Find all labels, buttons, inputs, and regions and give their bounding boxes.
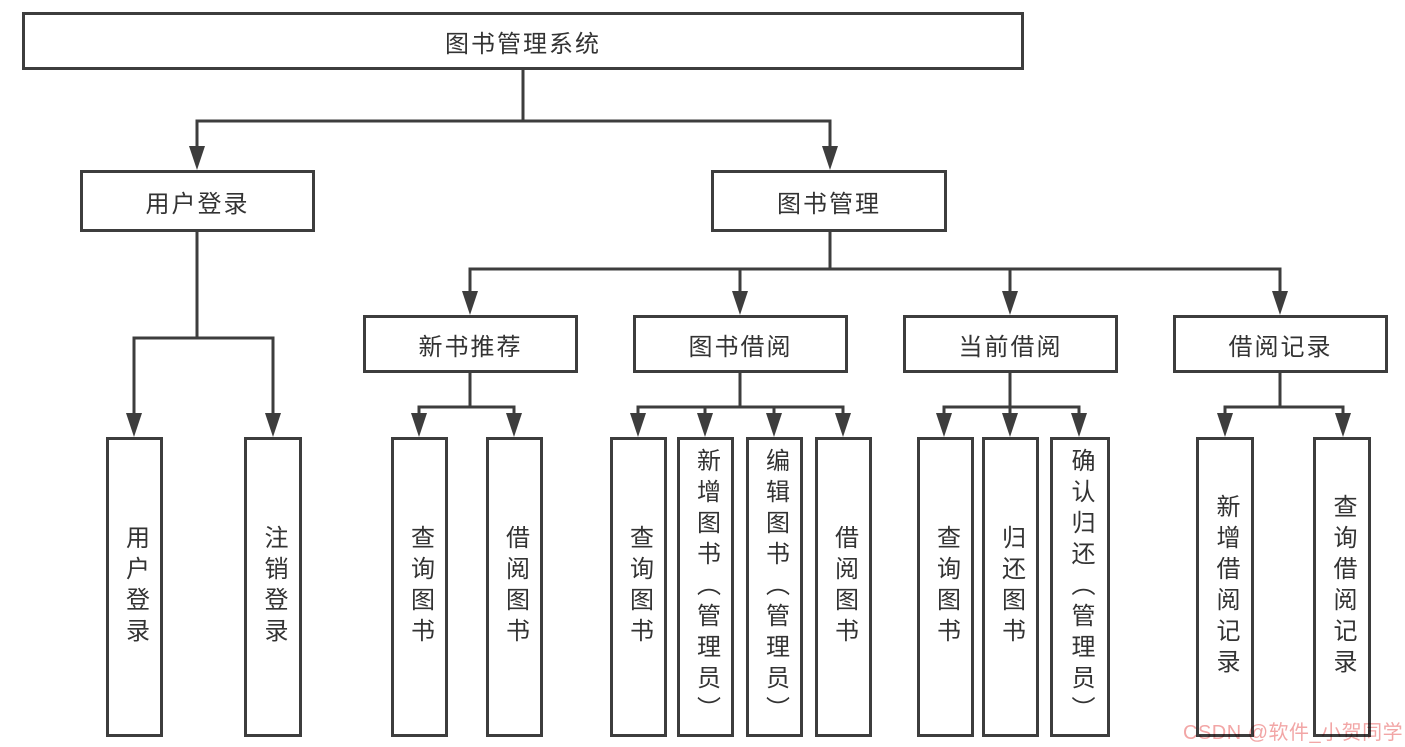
arrowhead-down-icon [1071,413,1087,437]
node-edit-books-admin: 编辑图书（管理员） [746,437,803,737]
arrowhead-down-icon [936,413,952,437]
node-add-books-admin: 新增图书（管理员） [677,437,734,737]
node-book-borrowing: 图书借阅 [633,315,848,373]
arrowhead-down-icon [411,413,427,437]
connector-user-login-to-children [132,230,275,418]
arrowhead-down-icon [1002,413,1018,437]
arrowhead-down-icon [697,413,713,437]
arrowhead-down-icon [126,413,142,437]
node-user-login-group: 用户登录 [80,170,315,232]
connector-borrow-records-to-children [1223,371,1345,418]
arrowhead-down-icon [1335,413,1351,437]
node-borrow-books: 借阅图书 [486,437,543,737]
node-return-books: 归还图书 [982,437,1039,737]
arrowhead-down-icon [822,146,838,170]
connector-current-borrow-to-children [942,371,1081,418]
node-add-borrow-record: 新增借阅记录 [1196,437,1254,737]
arrowhead-down-icon [1217,413,1233,437]
node-book-management: 图书管理 [711,170,947,232]
connector-book-borrow-to-children [636,371,845,418]
node-query-books: 查询图书 [610,437,667,737]
csdn-watermark: CSDN @软件_小贺同学 [1183,722,1404,744]
arrowhead-down-icon [1002,291,1018,315]
arrowhead-down-icon [462,291,478,315]
node-query-books: 查询图书 [917,437,974,737]
node-confirm-return-admin: 确认归还（管理员） [1050,437,1110,737]
node-borrowing-records: 借阅记录 [1173,315,1388,373]
arrowhead-down-icon [835,413,851,437]
node-query-borrow-record: 查询借阅记录 [1313,437,1371,737]
node-user-login: 用户登录 [106,437,163,737]
node-library-management-system: 图书管理系统 [22,12,1024,70]
arrowhead-down-icon [265,413,281,437]
connector-root-to-level2 [195,68,832,152]
arrowhead-down-icon [766,413,782,437]
arrowhead-down-icon [1272,291,1288,315]
arrowhead-down-icon [732,291,748,315]
arrowhead-down-icon [506,413,522,437]
connector-new-book-to-children [417,371,516,418]
node-current-borrowing: 当前借阅 [903,315,1118,373]
node-borrow-books: 借阅图书 [815,437,872,737]
node-query-books: 查询图书 [391,437,448,737]
node-new-book-recommendation: 新书推荐 [363,315,578,373]
node-logout: 注销登录 [244,437,302,737]
arrowhead-down-icon [189,146,205,170]
connector-book-management-to-children [468,230,1282,297]
arrowhead-down-icon [630,413,646,437]
